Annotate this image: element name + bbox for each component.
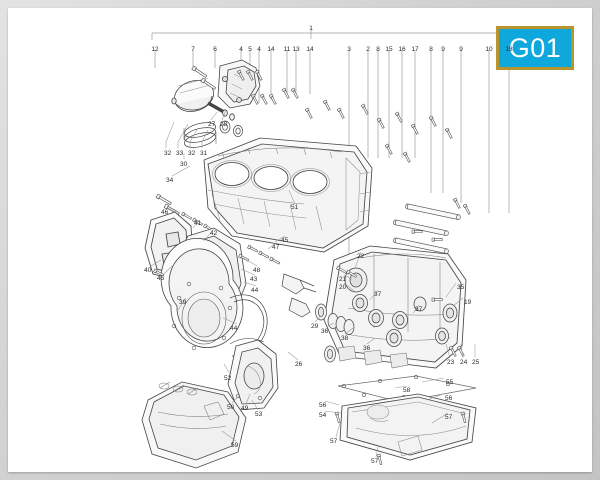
parts-diagram-illustration [141, 30, 515, 469]
callout-number: 2 [366, 46, 370, 53]
callout-number: 13 [292, 46, 300, 53]
callout-number: 18 [505, 46, 513, 53]
part-number-label: 56 [445, 395, 453, 402]
part-number-label: 57 [371, 458, 379, 465]
part-number-label: 45 [157, 275, 165, 282]
part-number-label: 33 [176, 150, 184, 157]
callout-number: 4 [257, 46, 261, 53]
page-code-badge: G01 [496, 26, 574, 70]
part-number-label: 37 [374, 291, 382, 298]
callout-number: 14 [306, 46, 314, 53]
callout-number: 8 [376, 46, 380, 53]
part-number-label: 20 [339, 284, 347, 291]
callout-number: 10 [485, 46, 493, 53]
part-number-label: 50 [227, 404, 235, 411]
callout-number: 14 [267, 46, 275, 53]
callout-number: 9 [441, 46, 445, 53]
callout-number: 9 [459, 46, 463, 53]
callout-number: 4 [239, 46, 243, 53]
callout-number: 16 [398, 46, 406, 53]
part-number-label: 37 [415, 306, 423, 313]
callout-number: 7 [191, 46, 195, 53]
part-number-label: 49 [241, 405, 249, 412]
part-number-label: 29 [311, 323, 319, 330]
part-number-label: 39 [179, 299, 187, 306]
part-number-label: 43 [250, 276, 258, 283]
callout-number: 3 [347, 46, 351, 53]
part-number-label: 56 [319, 402, 327, 409]
part-number-label: 32 [164, 150, 172, 157]
part-number-label: 35 [457, 284, 465, 291]
part-number-label: 51 [291, 204, 299, 211]
part-number-label: 57 [330, 438, 338, 445]
part-number-label: 36 [321, 328, 329, 335]
callout-number: 15 [385, 46, 393, 53]
part-number-label: 45 [281, 237, 289, 244]
part-number-label: 55 [446, 379, 454, 386]
part-number-label: 22 [357, 253, 365, 260]
part-number-label: 44 [251, 287, 259, 294]
part-number-label: 27 [208, 121, 216, 128]
part-number-label: 40 [144, 267, 152, 274]
part-number-label: 21 [339, 276, 347, 283]
callout-number: 17 [411, 46, 419, 53]
part-number-label: 23 [447, 359, 455, 366]
part-number-label: 58 [403, 387, 411, 394]
callout-number: 11 [283, 46, 291, 53]
part-number-label: 38 [341, 335, 349, 342]
part-number-label: 41 [194, 220, 202, 227]
part-number-label: 36 [363, 345, 371, 352]
part-number-label: 52 [224, 375, 232, 382]
part-number-label: 26 [295, 361, 303, 368]
callout-number: 12 [151, 46, 159, 53]
page-code-label: G01 [508, 32, 562, 63]
callout-number: 6 [213, 46, 217, 53]
callout-number: 5 [248, 46, 252, 53]
part-number-label: 42 [210, 230, 218, 237]
part-number-label: 46 [161, 209, 169, 216]
part-number-label: 31 [200, 150, 208, 157]
part-number-label: 48 [253, 267, 261, 274]
part-number-label: 34 [166, 177, 174, 184]
part-number-label: 54 [319, 412, 327, 419]
part-number-label: 30 [180, 161, 188, 168]
part-number-label: 57 [445, 414, 453, 421]
part-number-label: 19 [464, 299, 472, 306]
part-number-label: 25 [472, 359, 480, 366]
part-number-label: 59 [231, 442, 239, 449]
part-number-label: 32 [188, 150, 196, 157]
part-number-label: 44 [230, 325, 238, 332]
part-number-label: 24 [460, 359, 468, 366]
part-number-label: 53 [255, 411, 263, 418]
callout-number: 8 [429, 46, 433, 53]
part-number-label: 28 [220, 121, 228, 128]
part-number-label: 47 [272, 244, 280, 251]
callout-number: 1 [309, 25, 313, 32]
